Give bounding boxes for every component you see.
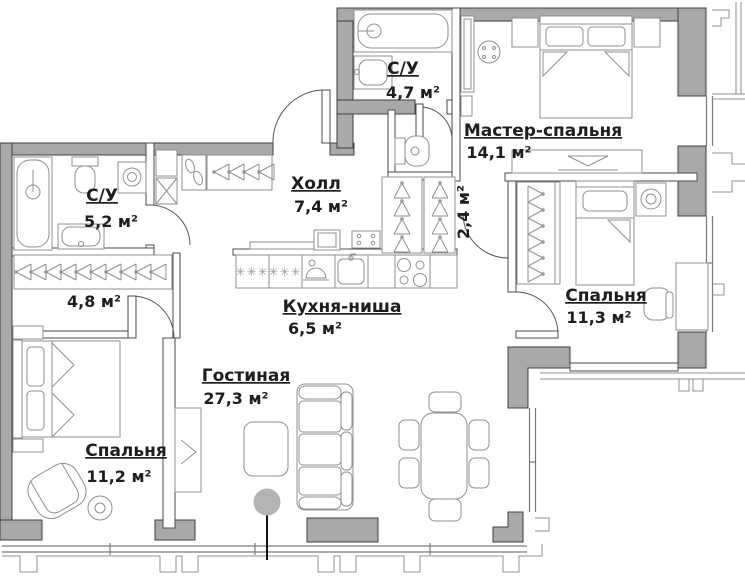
- bedroom-right-furniture: [516, 180, 709, 331]
- entrance-door-leaf: [321, 89, 331, 144]
- room-labels: С/У 4,7 м² Мастер-спальня 14,1 м² Холл 7…: [67, 59, 647, 486]
- toilet-left: [71, 156, 99, 194]
- bathroom-left-door-arc: [149, 204, 191, 246]
- master-door-arc: [462, 214, 509, 259]
- room-area-bathroom-top: 4,7 м²: [386, 83, 440, 102]
- dining-table: [420, 412, 468, 500]
- single-bed: [575, 180, 635, 286]
- tv-cabinet: [174, 407, 202, 493]
- washing-machine: [117, 161, 147, 194]
- wc-door-arc: [422, 106, 453, 141]
- room-name-bedroom-right: Спальня: [565, 286, 647, 306]
- room-area-wardrobe-niche: 2,4 м²: [454, 185, 473, 239]
- interior-walls: [11, 7, 698, 529]
- room-area-bathroom-left: 5,2 м²: [84, 212, 138, 231]
- corridor-door-arc: [131, 295, 175, 339]
- room-area-hall: 7,4 м²: [294, 197, 348, 216]
- bedroom-right-wardrobe: [516, 181, 561, 285]
- fridge-marks-2: ✳✳✳: [268, 265, 301, 279]
- room-area-corridor: 4,8 м²: [67, 292, 121, 311]
- kitchen-fixtures: ✳✳✳ ✳✳✳: [235, 229, 458, 289]
- bathroom-left-fixtures: [13, 156, 147, 251]
- desk-and-chair: [643, 262, 709, 331]
- armchair: [27, 462, 87, 520]
- stove-burners: [397, 258, 427, 287]
- double-bed-left: [12, 325, 121, 453]
- shoe-cabinet: [181, 154, 207, 191]
- windows: [2, 96, 714, 555]
- bedroom-left-furniture: [12, 325, 121, 521]
- room-name-master-bedroom: Мастер-спальня: [464, 121, 622, 141]
- sofa: [296, 383, 354, 511]
- corridor-wardrobe: [13, 254, 173, 290]
- sink-left: [57, 223, 105, 250]
- stool: [477, 40, 501, 64]
- facade-outline: [2, 2, 745, 573]
- side-table: [87, 495, 113, 521]
- bedroom-right-door-arc: [515, 291, 559, 335]
- bedside-lamp: [635, 182, 667, 217]
- kitchen-sink: [337, 253, 365, 285]
- entrance-door-arc: [272, 89, 323, 144]
- corridor-door-leaf: [127, 295, 137, 339]
- dining-set: [398, 391, 490, 522]
- hall-closets: [381, 176, 456, 254]
- room-name-kitchen-niche: Кухня-ниша: [283, 297, 402, 317]
- room-name-hall: Холл: [291, 174, 341, 194]
- room-name-living-room: Гостиная: [202, 366, 291, 386]
- hall-fixtures: [155, 149, 275, 205]
- room-area-bedroom-right: 11,3 м²: [566, 308, 631, 327]
- room-name-bathroom-left: С/У: [86, 186, 118, 206]
- bathroom-top-fixtures: [353, 9, 453, 167]
- floor-lamp: [253, 488, 281, 560]
- room-area-kitchen-niche: 6,5 м²: [288, 319, 342, 338]
- master-bedroom-furniture: [460, 15, 661, 174]
- master-wardrobe: [511, 149, 643, 174]
- fridge-marks-1: ✳✳✳: [235, 265, 268, 279]
- coffee-table: [243, 421, 289, 477]
- living-room-furniture: [174, 383, 490, 560]
- master-bed: [511, 15, 661, 119]
- coat-rack: [206, 154, 275, 191]
- room-area-bedroom-left: 11,2 м²: [86, 467, 151, 486]
- room-area-living-room: 27,3 м²: [203, 389, 268, 408]
- room-area-master-bedroom: 14,1 м²: [466, 143, 531, 162]
- toilet-wc: [394, 135, 430, 167]
- dishwasher-icon: [303, 259, 329, 281]
- bedroom-right-door-leaf: [515, 330, 559, 339]
- room-name-bedroom-left: Спальня: [85, 441, 167, 461]
- shaft-box: [155, 177, 178, 205]
- room-name-bathroom-top: С/У: [387, 59, 419, 79]
